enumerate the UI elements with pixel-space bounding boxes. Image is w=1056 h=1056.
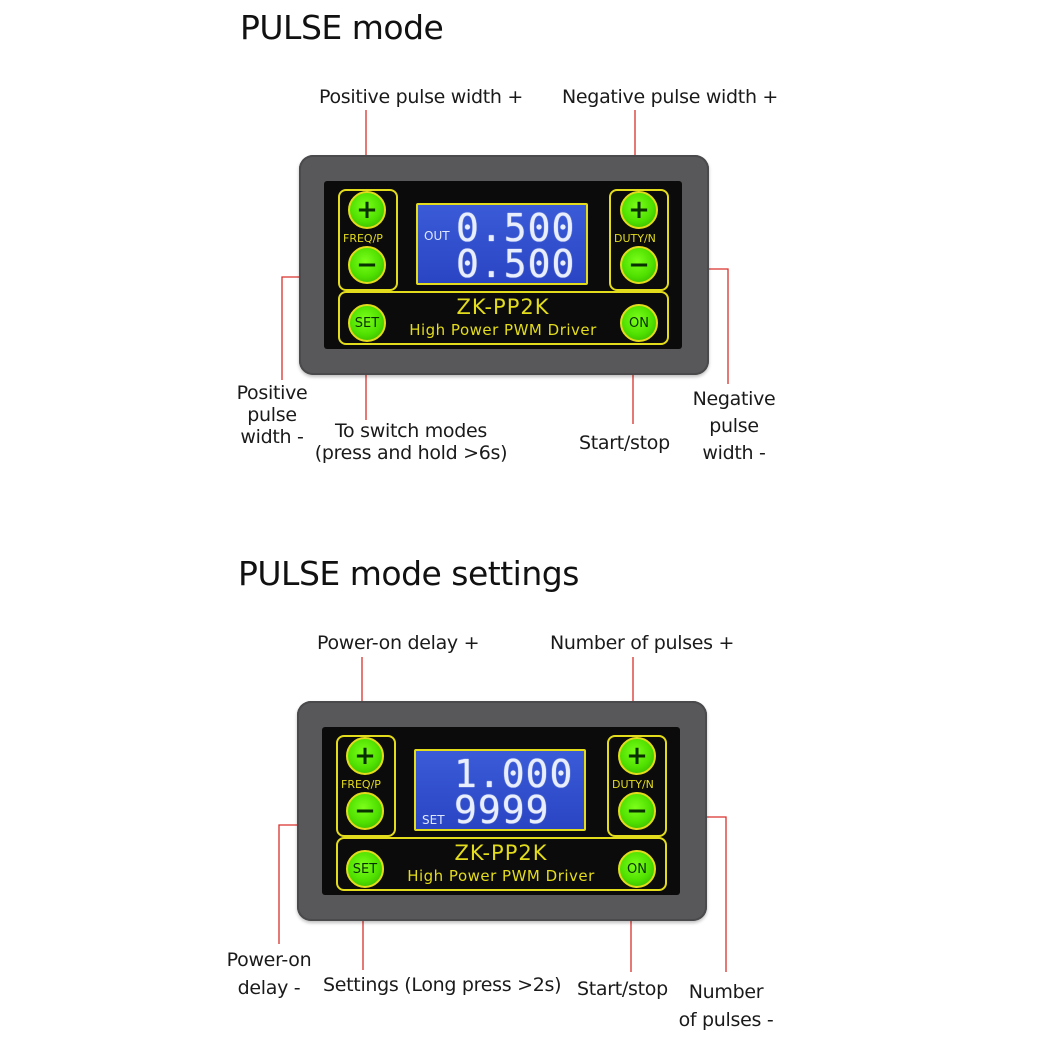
label-line: (press and hold >6s)	[314, 442, 508, 464]
set-button[interactable]: SET	[348, 304, 386, 342]
plus-icon: +	[354, 741, 376, 771]
left-button-frame	[336, 735, 396, 837]
on-button-label: ON	[627, 861, 647, 877]
label-settings-long-press: Settings (Long press >2s)	[323, 974, 562, 996]
device-faceplate: + FREQ/P − + DUTY/N − OUT 0.500 0.500 SE…	[324, 181, 682, 349]
duty-plus-button[interactable]: +	[618, 737, 656, 775]
lcd-line-1: 1.000	[454, 752, 574, 796]
lcd-line-1: 0.500	[456, 206, 576, 250]
pwm-driver-device: + FREQ/P − + DUTY/N − OUT 0.500 0.500 SE…	[299, 155, 709, 375]
label-negative-pulse-width-plus: Negative pulse width +	[562, 86, 779, 108]
duty-minus-button[interactable]: −	[620, 246, 658, 284]
label-line: Number	[688, 981, 764, 1003]
on-button[interactable]: ON	[618, 850, 656, 888]
pwm-driver-device-settings: + FREQ/P − + DUTY/N − 1.000 SET 9999 SET…	[297, 701, 707, 921]
plus-icon: +	[628, 195, 650, 225]
freq-plus-button[interactable]: +	[346, 737, 384, 775]
section-title-pulse-mode: PULSE mode	[240, 8, 444, 47]
duty-n-tag: DUTY/N	[612, 778, 654, 791]
label-positive-pulse-width-plus: Positive pulse width +	[319, 86, 524, 108]
set-button-label: SET	[352, 861, 378, 877]
freq-minus-button[interactable]: −	[346, 792, 384, 830]
label-number-of-pulses-plus: Number of pulses +	[550, 632, 735, 654]
lcd-out-indicator: OUT	[424, 229, 450, 243]
device-subtitle: High Power PWM Driver	[409, 321, 597, 339]
right-button-frame	[607, 735, 667, 837]
label-power-on-delay-plus: Power-on delay +	[317, 632, 480, 654]
label-line: pulse	[247, 404, 297, 426]
label-number-of-pulses-minus: Number of pulses -	[670, 978, 782, 1034]
freq-plus-button[interactable]: +	[348, 191, 386, 229]
label-line: Power-on	[226, 949, 312, 971]
section-title-pulse-mode-settings: PULSE mode settings	[238, 554, 579, 593]
set-button[interactable]: SET	[346, 850, 384, 888]
minus-icon: −	[626, 796, 648, 826]
duty-minus-button[interactable]: −	[618, 792, 656, 830]
device-model: ZK-PP2K	[456, 295, 550, 319]
label-line: To switch modes	[334, 420, 488, 442]
label-start-stop-2: Start/stop	[577, 978, 668, 1000]
label-line: pulse	[709, 415, 759, 437]
duty-plus-button[interactable]: +	[620, 191, 658, 229]
label-line: width -	[240, 426, 304, 448]
device-subtitle: High Power PWM Driver	[407, 867, 595, 885]
duty-n-tag: DUTY/N	[614, 232, 656, 245]
label-start-stop: Start/stop	[579, 432, 670, 454]
label-line: Positive	[236, 382, 308, 404]
minus-icon: −	[356, 250, 378, 280]
on-button-label: ON	[629, 315, 649, 331]
lcd-line-2: 9999	[454, 788, 550, 832]
lcd-line-2: 0.500	[456, 242, 576, 286]
lcd-display: 1.000 SET 9999	[414, 749, 586, 831]
device-faceplate: + FREQ/P − + DUTY/N − 1.000 SET 9999 SET…	[322, 727, 680, 895]
bottom-frame	[338, 291, 669, 345]
label-line: delay -	[237, 977, 301, 999]
minus-icon: −	[628, 250, 650, 280]
label-line: width -	[702, 442, 766, 464]
label-positive-pulse-width-minus: Positive pulse width -	[222, 382, 322, 448]
bottom-frame	[336, 837, 667, 891]
lcd-set-indicator: SET	[422, 813, 445, 827]
minus-icon: −	[354, 796, 376, 826]
right-button-frame	[609, 189, 669, 291]
lcd-display: OUT 0.500 0.500	[416, 203, 588, 285]
label-line: of pulses -	[678, 1009, 774, 1031]
label-power-on-delay-minus: Power-on delay -	[214, 946, 324, 1002]
label-negative-pulse-width-minus: Negative pulse width -	[684, 386, 784, 467]
label-line: Negative	[692, 388, 776, 410]
left-button-frame	[338, 189, 398, 291]
freq-minus-button[interactable]: −	[348, 246, 386, 284]
device-model: ZK-PP2K	[454, 841, 548, 865]
label-switch-modes: To switch modes (press and hold >6s)	[306, 420, 516, 464]
freq-p-tag: FREQ/P	[343, 232, 383, 245]
set-button-label: SET	[354, 315, 380, 331]
plus-icon: +	[626, 741, 648, 771]
plus-icon: +	[356, 195, 378, 225]
on-button[interactable]: ON	[620, 304, 658, 342]
freq-p-tag: FREQ/P	[341, 778, 381, 791]
